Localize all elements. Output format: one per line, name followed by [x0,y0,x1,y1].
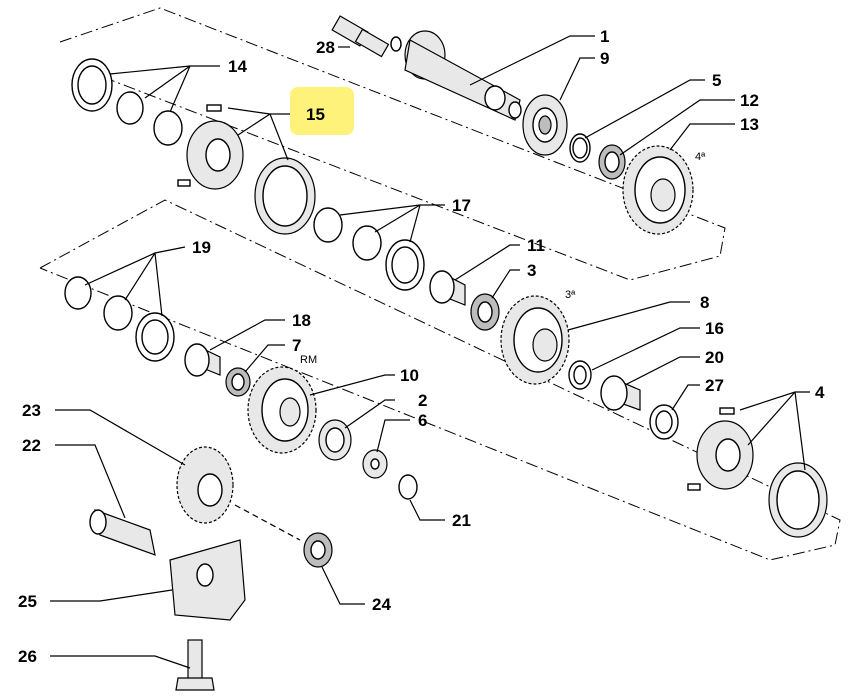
callout-2: 2 [418,391,427,410]
callout-23: 23 [22,401,41,420]
callout-12: 12 [740,91,759,110]
gear-3-annotation: 3ª [565,289,576,301]
part-15-sleeve [254,157,316,235]
callout-9: 9 [600,49,609,68]
part-23-idler-gear [176,446,234,524]
callout-22: 22 [22,436,41,455]
part-26-bolt [175,639,215,691]
part-3-needle-bearing [470,293,500,331]
part-13-gear [622,145,694,235]
part-7-needle-bearing [225,367,251,397]
part-17-synchro-rings [313,207,425,291]
part-24-needle-bearing [303,532,333,568]
annotations: 4ª 3ª RM [300,151,706,366]
gear-4-annotation: 4ª [695,151,706,163]
callout-17: 17 [452,196,471,215]
callout-8: 8 [700,293,709,312]
callout-3: 3 [527,261,536,280]
part-2-bearing [318,419,352,461]
callout-26: 26 [18,647,37,666]
callout-10: 10 [400,366,419,385]
part-19-synchro-rings [64,276,175,362]
callout-27: 27 [705,376,724,395]
part-20-bushing [600,375,641,411]
part-16-snap-ring [568,360,592,390]
part-28-pin [331,15,402,58]
leader-lines [50,35,810,669]
part-22-idler-shaft [89,509,156,556]
part-27-spacer [649,404,679,440]
part-9-bearing [522,94,568,156]
part-8-gear [500,295,570,385]
callout-labels: 1 9 5 12 13 14 15 17 11 3 8 16 20 27 4 1… [18,27,825,666]
part-6-nut [362,449,388,479]
callout-5: 5 [712,71,721,90]
assembly-boundary-lower [39,199,841,561]
part-4-synchro-hub [687,407,754,491]
part-1-main-shaft [404,30,522,121]
callout-24: 24 [372,595,391,614]
callout-6: 6 [418,411,427,430]
callout-21: 21 [452,511,471,530]
part-10-gear [247,366,317,454]
callout-13: 13 [740,115,759,134]
callout-7: 7 [292,336,301,355]
highlight-box [290,87,354,135]
part-18-bushing [184,343,221,377]
callout-1: 1 [600,27,609,46]
callout-20: 20 [705,348,724,367]
part-12-needle-bearing [598,144,626,180]
callout-4: 4 [815,383,825,402]
reverse-annotation: RM [300,354,317,366]
callout-25: 25 [18,592,37,611]
callout-16: 16 [705,319,724,338]
part-25-bracket [169,539,246,621]
part-4-sleeve [768,462,828,538]
callout-19: 19 [192,238,211,257]
callout-15: 15 [306,105,325,124]
part-11-bushing [429,270,466,306]
part-21-o-ring [398,474,418,500]
callout-14: 14 [228,57,247,76]
callout-28: 28 [316,38,335,57]
assembly-boundary-upper [59,7,726,281]
callout-11: 11 [527,236,545,255]
part-5-snap-ring [569,133,591,163]
callout-18: 18 [292,311,311,330]
part-15-synchro-hub [177,104,244,190]
part-14-synchro-rings [71,58,183,146]
